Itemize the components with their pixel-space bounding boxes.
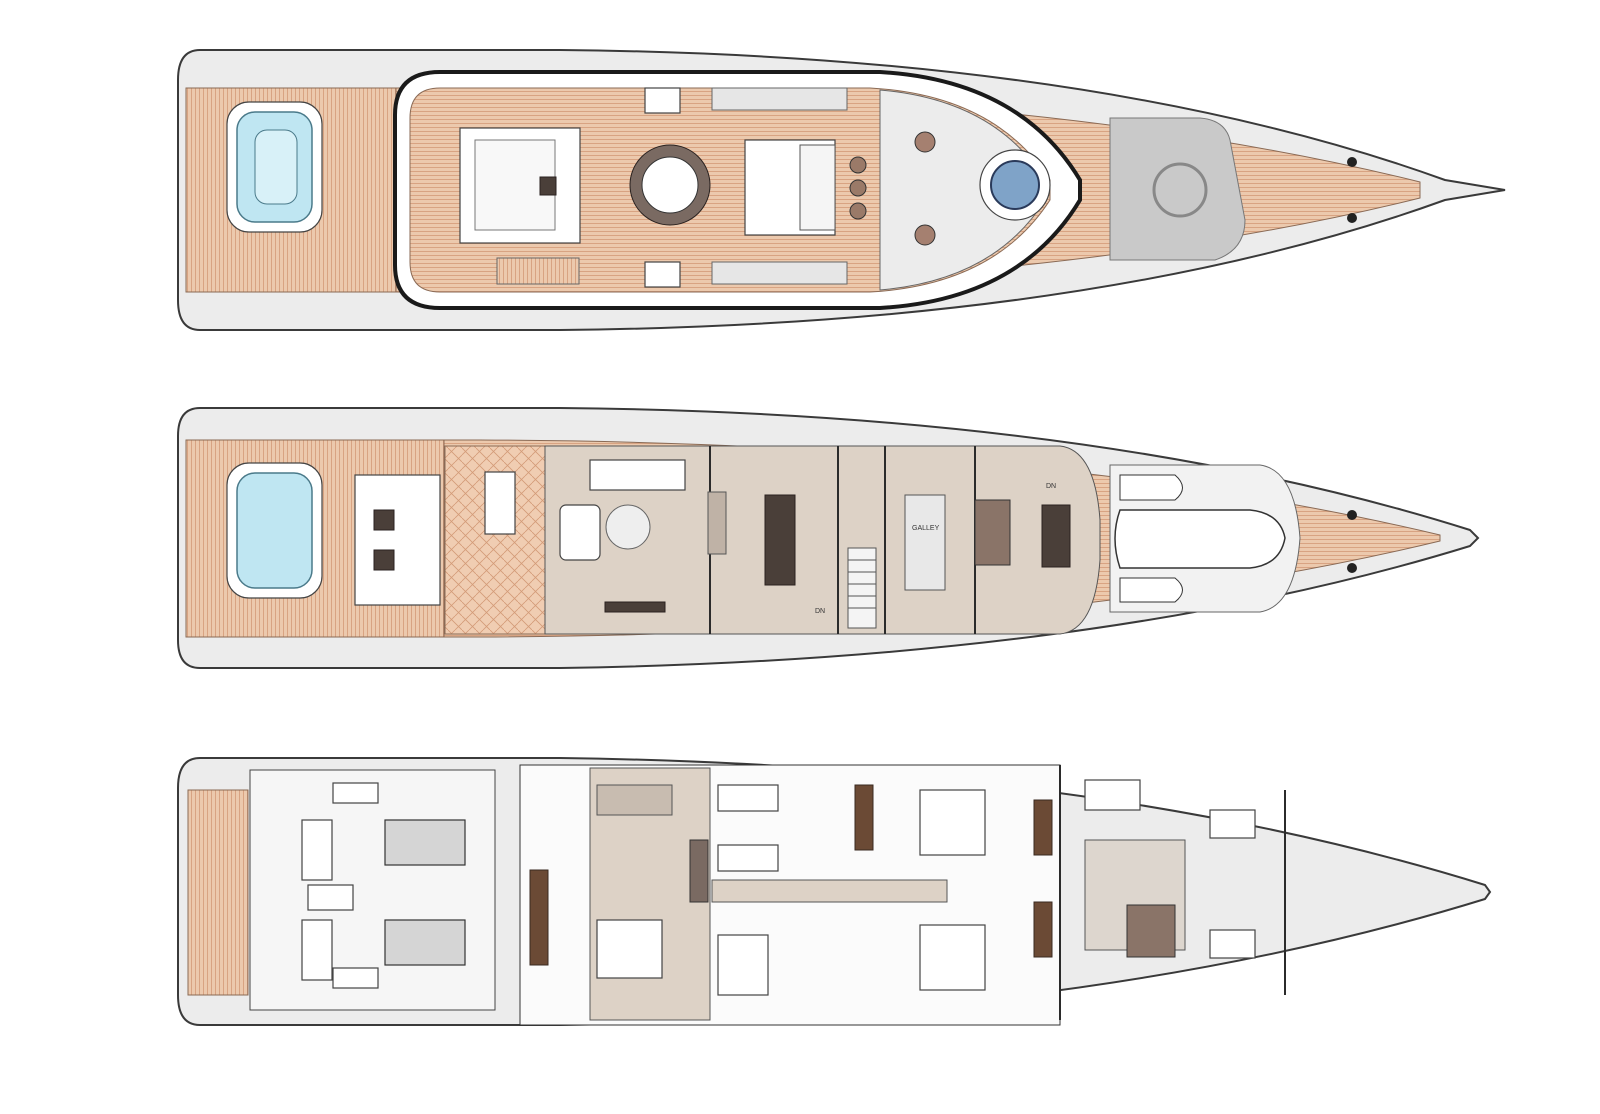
- sun-deck: [177, 49, 1506, 331]
- bar-stool-2: [849, 179, 867, 197]
- twin-cabin-bed-1: [717, 784, 779, 812]
- bathroom-3-stone: [1033, 901, 1053, 958]
- double-cabin-bed-3: [919, 924, 986, 991]
- engine-2: [384, 919, 466, 966]
- sun-deck-steps: [496, 257, 580, 285]
- sun-deck-daybed-top: [644, 87, 681, 114]
- forward-media-unit: [1041, 504, 1071, 568]
- crew-bunk-3: [1209, 929, 1256, 959]
- crew-mess-sofa: [1126, 904, 1176, 958]
- sun-deck-bench-bottom: [711, 261, 848, 285]
- sun-deck-jacuzzi-inner: [254, 129, 298, 205]
- tank-3: [301, 919, 333, 981]
- double-cabin-bed-2: [919, 789, 986, 856]
- main-deck-aft-bar: [484, 471, 516, 535]
- main-deck: GALLEY DN DN: [177, 407, 1480, 669]
- main-deck-staircase: [847, 547, 877, 629]
- forward-lounge-sofa: [974, 499, 1011, 566]
- sun-deck-spa-water: [990, 160, 1040, 210]
- main-dining-table: [764, 494, 796, 586]
- vip-cabin-bed: [596, 919, 663, 979]
- salon-sofa: [589, 459, 686, 491]
- salon-coffee-table: [605, 504, 651, 550]
- double-cabin-bed-1: [717, 934, 769, 996]
- bow-anchor-2: [1347, 213, 1357, 223]
- main-deck-pool-water: [236, 472, 313, 589]
- tank-2: [301, 819, 333, 881]
- sun-deck-bench-top: [711, 87, 848, 111]
- salon-armchair: [559, 504, 601, 561]
- stairs-down-label-1: DN: [815, 608, 825, 615]
- bar-stool-3: [849, 202, 867, 220]
- salon-tv: [604, 601, 666, 613]
- sun-deck-daybed-bottom: [644, 261, 681, 288]
- bathroom-4-stone: [529, 869, 549, 966]
- bathroom-2-stone: [1033, 799, 1053, 856]
- main-bow-anchor-1: [1347, 510, 1357, 520]
- main-bow-anchor-2: [1347, 563, 1357, 573]
- sun-deck-bar-counter: [799, 144, 836, 231]
- deck-planter-2: [914, 224, 936, 246]
- jetski-1: [1119, 474, 1183, 501]
- galley-island: [904, 494, 946, 591]
- stairs-down-label-2: DN: [1046, 483, 1056, 490]
- vip-desk: [689, 839, 709, 903]
- swim-platform-teak: [187, 789, 249, 996]
- foredeck-pad: [1109, 117, 1246, 261]
- bar-stool-1: [849, 156, 867, 174]
- foredeck-logo: [1152, 162, 1208, 218]
- crew-bunk-1: [1084, 779, 1141, 811]
- tank-1: [332, 782, 379, 804]
- twin-cabin-bed-2: [717, 844, 779, 872]
- deck-planter-1: [914, 131, 936, 153]
- bow-anchor-1: [1347, 157, 1357, 167]
- galley-label: GALLEY: [912, 525, 940, 532]
- jetski-2: [1119, 577, 1183, 603]
- tank-4: [332, 967, 379, 989]
- main-salon-floor: [544, 445, 1101, 635]
- bathroom-1-stone: [854, 784, 874, 851]
- aft-lounge-table: [539, 176, 557, 196]
- main-aft-table-1: [373, 509, 395, 531]
- lower-corridor: [711, 879, 948, 903]
- crew-bunk-2: [1209, 809, 1256, 839]
- sun-deck-dining-table-top: [641, 156, 699, 214]
- salon-console: [707, 491, 727, 555]
- main-aft-sofa: [354, 474, 441, 606]
- lower-deck: [177, 757, 1492, 1026]
- main-aft-table-2: [373, 549, 395, 571]
- generator: [307, 884, 354, 911]
- main-tender: [1114, 509, 1286, 569]
- vip-cabin-sofa: [596, 784, 673, 816]
- engine-1: [384, 819, 466, 866]
